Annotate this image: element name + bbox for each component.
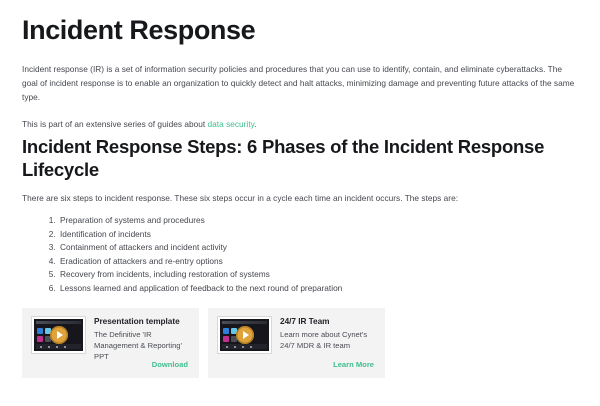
guides-prefix-text: This is part of an extensive series of g… bbox=[22, 118, 208, 129]
list-item: Identification of incidents bbox=[58, 228, 578, 242]
incident-response-steps-list: Preparation of systems and procedures Id… bbox=[22, 205, 578, 296]
play-triangle-icon bbox=[242, 331, 249, 339]
video-thumbnail[interactable] bbox=[31, 316, 86, 354]
thumbnail-tick bbox=[234, 346, 236, 348]
thumbnail-tick bbox=[226, 346, 228, 348]
thumbnail-tick bbox=[40, 346, 42, 348]
card-title: 24/7 IR Team bbox=[280, 316, 330, 326]
section-heading: Incident Response Steps: 6 Phases of the… bbox=[22, 135, 545, 180]
intro-paragraph: Incident response (IR) is a set of infor… bbox=[22, 64, 575, 103]
thumbnail-image bbox=[34, 319, 83, 351]
card-description: The Definitive 'IR Management & Reportin… bbox=[94, 330, 182, 361]
play-triangle-icon bbox=[56, 331, 63, 339]
resource-card-ir-team[interactable]: 24/7 IR Team Learn more about Cynet's 24… bbox=[208, 308, 385, 378]
thumbnail-image bbox=[220, 319, 269, 351]
thumbnail-tick bbox=[48, 346, 50, 348]
list-item: Preparation of systems and procedures bbox=[58, 214, 578, 228]
thumbnail-block bbox=[37, 328, 43, 334]
thumbnail-block bbox=[223, 328, 229, 334]
learn-more-link[interactable]: Learn More bbox=[333, 360, 374, 369]
resource-cards: Presentation template The Definitive 'IR… bbox=[22, 308, 385, 378]
guides-paragraph: This is part of an extensive series of g… bbox=[22, 105, 578, 131]
list-item: Recovery from incidents, including resto… bbox=[58, 268, 578, 282]
thumbnail-tick bbox=[250, 346, 252, 348]
thumbnail-toolbar bbox=[36, 321, 81, 324]
thumbnail-footer bbox=[36, 344, 81, 349]
section-paragraph: There are six steps to incident response… bbox=[22, 192, 459, 203]
thumbnail-tick bbox=[242, 346, 244, 348]
data-security-link[interactable]: data security bbox=[207, 118, 255, 129]
list-item: Eradication of attackers and re-entry op… bbox=[58, 255, 578, 269]
video-play-icon[interactable] bbox=[49, 326, 68, 344]
card-text: 24/7 IR Team Learn more about Cynet's 24… bbox=[280, 316, 376, 354]
video-play-icon[interactable] bbox=[235, 326, 254, 344]
card-description: Learn more about Cynet's 24/7 MDR & IR t… bbox=[280, 330, 368, 350]
card-content: 24/7 IR Team Learn more about Cynet's 24… bbox=[217, 316, 376, 354]
resource-card-presentation-template[interactable]: Presentation template The Definitive 'IR… bbox=[22, 308, 199, 378]
thumbnail-block bbox=[45, 336, 51, 342]
card-content: Presentation template The Definitive 'IR… bbox=[31, 316, 190, 362]
card-title: Presentation template bbox=[94, 316, 180, 326]
card-text: Presentation template The Definitive 'IR… bbox=[94, 316, 190, 362]
thumbnail-tick bbox=[56, 346, 58, 348]
thumbnail-block bbox=[45, 328, 51, 334]
video-thumbnail[interactable] bbox=[217, 316, 272, 354]
download-link[interactable]: Download bbox=[151, 360, 188, 369]
list-item: Lessons learned and application of feedb… bbox=[58, 282, 578, 296]
guides-suffix-text: . bbox=[254, 118, 257, 129]
thumbnail-block bbox=[231, 328, 237, 334]
page-title: Incident Response bbox=[22, 15, 256, 45]
thumbnail-block bbox=[231, 336, 237, 342]
thumbnail-block bbox=[223, 336, 229, 342]
thumbnail-block bbox=[37, 336, 43, 342]
list-item: Containment of attackers and incident ac… bbox=[58, 241, 578, 255]
thumbnail-toolbar bbox=[222, 321, 267, 324]
thumbnail-footer bbox=[222, 344, 267, 349]
thumbnail-tick bbox=[64, 346, 66, 348]
